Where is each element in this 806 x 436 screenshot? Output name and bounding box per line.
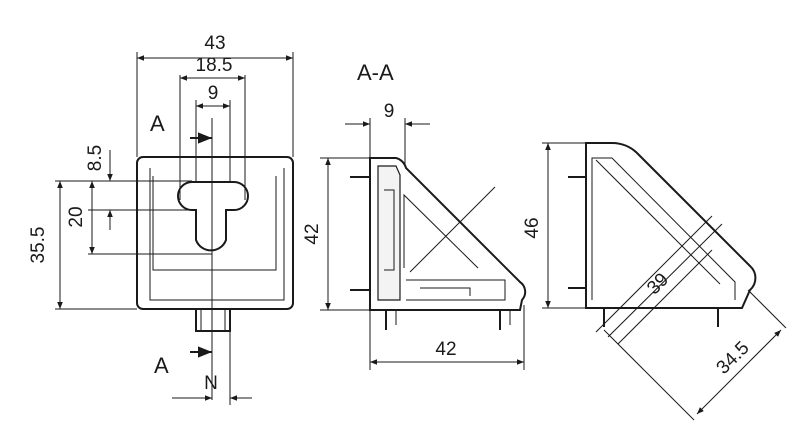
section-view: A-A 9 42 42 — [302, 60, 527, 370]
dim-wall: 9 — [384, 101, 395, 122]
section-title: A-A — [357, 60, 394, 85]
side-view: 46 39 34.5 — [522, 141, 787, 421]
side-outline — [585, 141, 757, 309]
front-view: 43 18.5 9 A A N 8.5 20 35.5 — [28, 33, 294, 405]
dim-section-width: 42 — [435, 339, 456, 360]
dim-overall-width: 43 — [204, 33, 225, 54]
nut-marker: N — [204, 373, 218, 394]
key-slot — [177, 181, 249, 252]
bracket-body — [136, 156, 294, 310]
dim-side-height: 46 — [522, 217, 543, 238]
dim-chamfer: 34.5 — [713, 338, 754, 379]
dim-slot-neck: 9 — [208, 83, 219, 104]
section-marker-top: A — [150, 111, 165, 136]
stud — [195, 308, 231, 332]
section-marker-bottom: A — [154, 353, 169, 378]
dim-slot-offset: 8.5 — [85, 145, 106, 171]
dim-slot-length: 20 — [66, 206, 87, 227]
dim-section-height: 42 — [302, 223, 323, 244]
inner-recess — [152, 176, 277, 271]
dim-slot-width: 18.5 — [196, 55, 233, 76]
inner-outline — [149, 168, 285, 301]
dim-height-to-top: 35.5 — [28, 227, 49, 264]
